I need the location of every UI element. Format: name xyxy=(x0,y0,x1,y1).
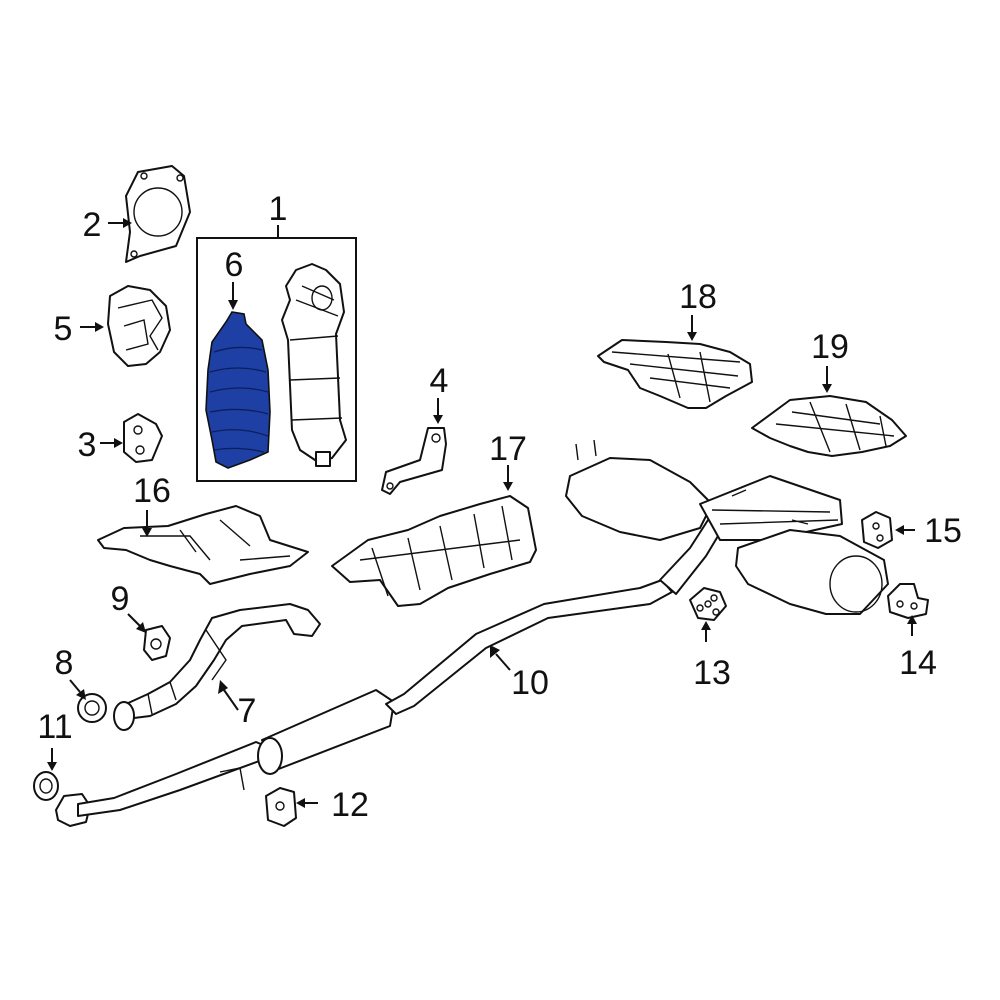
callout-6-label: 6 xyxy=(225,246,244,284)
callout-16-arrow xyxy=(142,528,152,537)
callout-11-arrow xyxy=(47,762,57,771)
assembly-1-box xyxy=(196,237,357,482)
callout-15-label: 15 xyxy=(924,512,962,550)
callout-12-label: 12 xyxy=(331,786,369,824)
callout-16-label: 16 xyxy=(133,472,171,510)
callout-12-arrow xyxy=(296,798,305,808)
callout-7-label: 7 xyxy=(238,692,257,730)
callout-9-arrow xyxy=(136,622,146,633)
callout-10-label: 10 xyxy=(511,664,549,702)
part-9-bushing[interactable] xyxy=(143,625,171,661)
callout-9-label: 9 xyxy=(111,580,130,618)
part-14-bracket[interactable] xyxy=(887,583,929,619)
callout-10-arrow xyxy=(490,645,500,658)
part-6-heat-shield[interactable] xyxy=(205,311,271,469)
callout-5-arrow xyxy=(95,322,104,332)
part-16-heat-shield[interactable] xyxy=(97,505,309,585)
callout-2-arrow xyxy=(123,218,132,228)
callout-17-arrow xyxy=(503,482,513,491)
callout-18-arrow xyxy=(687,332,697,341)
callout-2-label: 2 xyxy=(83,206,102,244)
callout-5-label: 5 xyxy=(54,310,73,348)
callout-4-label: 4 xyxy=(430,362,449,400)
callout-14-arrow xyxy=(907,615,917,624)
part-7-front-pipe[interactable] xyxy=(113,603,321,731)
part-11-gasket[interactable] xyxy=(33,771,59,801)
callout-3-arrow xyxy=(114,438,123,448)
part-17-heat-shield[interactable] xyxy=(331,495,537,607)
callout-8-label: 8 xyxy=(55,644,74,682)
catalytic-converter[interactable] xyxy=(281,263,347,467)
callout-9-leader xyxy=(127,613,141,627)
part-4-bracket[interactable] xyxy=(381,427,447,495)
callout-10-leader xyxy=(495,653,511,671)
callout-11-label: 11 xyxy=(37,708,72,746)
callout-8-arrow xyxy=(76,689,86,700)
callout-13-arrow xyxy=(701,621,711,630)
callout-15-arrow xyxy=(895,525,904,535)
part-19-heat-shield[interactable] xyxy=(751,395,907,457)
callout-14-label: 14 xyxy=(899,644,937,682)
part-3-bracket[interactable] xyxy=(123,413,163,463)
part-15-hanger[interactable] xyxy=(861,511,893,549)
callout-18-label: 18 xyxy=(679,278,717,316)
part-18-heat-shield[interactable] xyxy=(597,339,753,409)
callout-13-label: 13 xyxy=(693,654,731,692)
part-2-gasket[interactable] xyxy=(125,165,191,263)
part-13-hanger[interactable] xyxy=(689,587,727,621)
callout-19-label: 19 xyxy=(811,328,849,366)
callout-8-leader xyxy=(69,679,81,693)
callout-7-arrow xyxy=(218,680,228,694)
callout-6-arrow xyxy=(228,300,238,310)
part-10-exhaust-pipe[interactable] xyxy=(55,439,889,827)
part-12-hanger[interactable] xyxy=(265,787,297,827)
callout-1-label: 1 xyxy=(269,190,288,228)
callout-17-label: 17 xyxy=(489,430,527,468)
part-8-gasket[interactable] xyxy=(77,693,107,723)
part-5-cover[interactable] xyxy=(107,285,171,367)
callout-4-arrow xyxy=(433,415,443,424)
callout-7-leader xyxy=(223,689,239,711)
callout-19-arrow xyxy=(822,384,832,393)
callout-3-label: 3 xyxy=(78,426,97,464)
